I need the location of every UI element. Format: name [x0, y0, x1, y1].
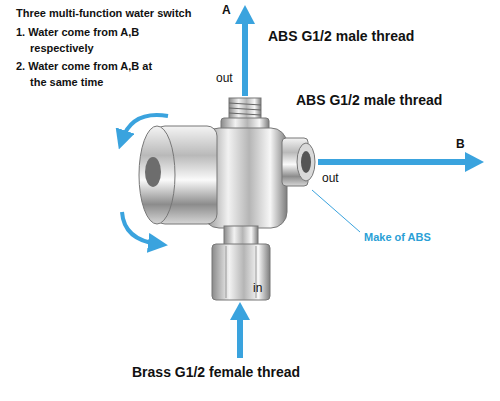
port-letter: A: [222, 2, 231, 19]
diverter-knob: [139, 126, 217, 224]
mode-note: 2. Water come from A,B at the same time: [16, 59, 170, 91]
inlet-arrow: [230, 302, 250, 358]
thread-spec: Brass G1/2 female thread: [132, 362, 300, 382]
thread-spec: ABS G1/2 male thread: [296, 90, 442, 110]
right-outlet: [282, 138, 315, 186]
material-note: Make of ABS: [364, 230, 431, 246]
flow-label: out: [322, 170, 339, 187]
mode-note: 1. Water come from A,B respectively: [16, 25, 170, 57]
outlet-arrow-b: [318, 152, 484, 172]
port-letter: B: [456, 136, 465, 153]
flow-label: in: [253, 280, 262, 297]
outlet-arrow-a: [235, 5, 255, 96]
diagram-title: Three multi-function water switch: [16, 6, 191, 22]
flow-label: out: [216, 70, 233, 87]
thread-spec: ABS G1/2 male thread: [268, 26, 414, 46]
leader-line: [312, 190, 360, 232]
bottom-nut: [212, 226, 270, 300]
